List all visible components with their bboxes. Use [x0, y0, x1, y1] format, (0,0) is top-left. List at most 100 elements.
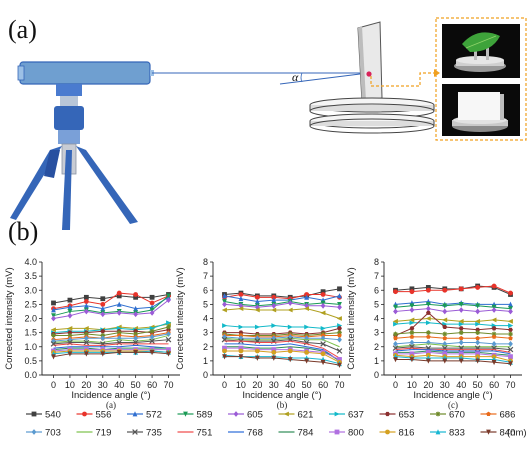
data-point — [337, 304, 342, 311]
series-556 — [51, 290, 171, 312]
data-point — [287, 348, 293, 354]
series-line — [224, 350, 340, 363]
legend-marker — [31, 411, 37, 417]
series-line — [53, 334, 169, 344]
data-point — [222, 345, 227, 351]
legend-item-670: 670 — [430, 410, 465, 421]
legend-item-735: 735 — [127, 428, 162, 439]
legend-marker — [486, 429, 491, 435]
x-tick-label: 40 — [285, 380, 295, 390]
data-point — [287, 324, 294, 330]
series-line — [395, 356, 511, 363]
data-point — [67, 333, 73, 338]
data-point — [458, 326, 464, 331]
data-point — [425, 301, 431, 308]
data-point — [304, 294, 310, 300]
data-point — [507, 346, 514, 353]
series-line — [53, 350, 169, 355]
legend-label: 572 — [146, 410, 162, 421]
data-point — [442, 308, 448, 315]
data-point — [51, 315, 56, 322]
data-point — [287, 307, 293, 313]
legend-item-719: 719 — [76, 428, 111, 439]
series-751 — [395, 347, 511, 353]
series-line — [53, 333, 169, 342]
panel-b-label: (b) — [8, 217, 38, 246]
x-axis-label: Incidence angle (°) — [413, 390, 492, 401]
x-tick-label: 70 — [163, 380, 173, 390]
data-point — [442, 341, 448, 347]
data-point — [133, 331, 139, 337]
data-point — [458, 339, 464, 346]
x-tick-label: 60 — [489, 380, 499, 390]
series-589 — [393, 301, 513, 312]
data-point — [133, 350, 139, 356]
x-tick-label: 30 — [98, 380, 108, 390]
legend-label: 703 — [45, 428, 61, 439]
data-point — [442, 287, 448, 293]
data-point — [271, 294, 277, 300]
data-point — [337, 330, 342, 336]
series-line — [53, 332, 169, 341]
series-line — [53, 344, 169, 349]
legend-item-605: 605 — [228, 410, 263, 421]
legend-marker — [334, 411, 340, 417]
legend-label: 621 — [298, 410, 314, 421]
legend-item-840: 840 — [480, 428, 515, 439]
data-point — [165, 336, 172, 343]
data-point — [83, 299, 89, 304]
y-tick-label: 5 — [203, 299, 208, 309]
data-point — [425, 285, 431, 290]
data-point — [320, 325, 326, 331]
y-tick-label: 3.0 — [24, 285, 37, 295]
data-point — [508, 331, 513, 337]
data-point — [337, 326, 342, 331]
data-point — [222, 348, 227, 354]
data-point — [100, 311, 106, 318]
y-axis-label: Corrected intensity (mV) — [346, 267, 357, 369]
data-point — [67, 304, 73, 310]
x-tick-label: 30 — [269, 380, 279, 390]
x-tick-label: 10 — [407, 380, 417, 390]
data-point — [409, 351, 415, 357]
legend-label: 768 — [247, 428, 263, 439]
data-point — [458, 286, 464, 292]
x-axis-label: Incidence angle (°) — [242, 390, 321, 401]
data-point — [254, 324, 261, 330]
series-line — [224, 295, 340, 303]
data-point — [475, 358, 481, 364]
data-point — [320, 333, 326, 338]
series-605 — [393, 305, 513, 315]
x-tick-label: 50 — [473, 380, 483, 390]
legend-marker — [385, 429, 390, 435]
series-line — [224, 356, 340, 366]
legend-item-589: 589 — [177, 410, 212, 421]
y-tick-label: 8 — [203, 257, 208, 267]
angle-symbol: α — [292, 70, 299, 84]
data-point — [508, 354, 513, 360]
y-tick-label: 1 — [374, 356, 379, 366]
series-line — [53, 296, 169, 311]
data-point — [425, 350, 431, 355]
x-tick-label: 40 — [114, 380, 124, 390]
y-tick-label: 8 — [374, 257, 379, 267]
data-point — [238, 324, 244, 330]
y-tick-label: 7 — [374, 271, 379, 281]
data-point — [337, 286, 342, 292]
series-840 — [222, 354, 342, 368]
normal-line — [279, 72, 369, 85]
data-point — [474, 318, 481, 324]
data-point — [222, 293, 227, 299]
legend-label: 605 — [247, 410, 263, 421]
legend-marker — [283, 411, 289, 417]
arrow-head-icon — [434, 69, 440, 77]
series-line — [395, 349, 511, 355]
series-line — [53, 299, 169, 319]
series-line — [395, 343, 511, 348]
series-line — [395, 303, 511, 310]
data-point — [442, 331, 448, 337]
data-point — [238, 333, 244, 338]
y-tick-label: 4.0 — [24, 257, 37, 267]
series-line — [224, 302, 340, 308]
